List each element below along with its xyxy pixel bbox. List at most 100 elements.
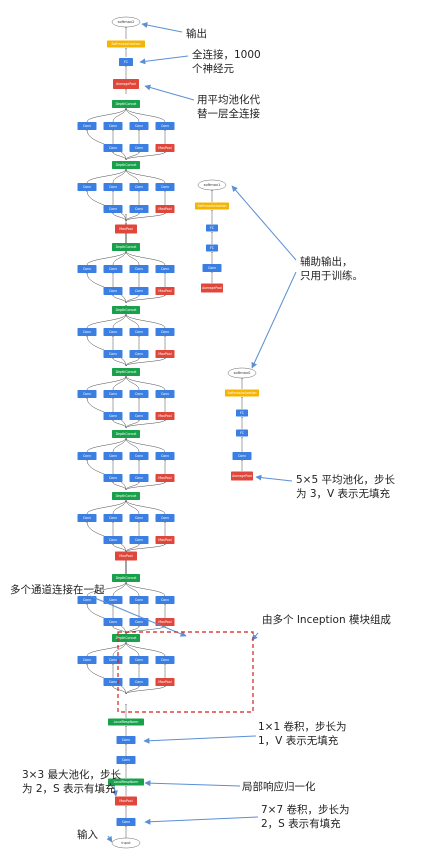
conv-node-label: Conv (135, 207, 143, 211)
annotation-arrow (143, 735, 257, 744)
conv-node-label: Conv (161, 598, 169, 602)
graph-edge (125, 581, 140, 597)
graph-edge (125, 543, 140, 553)
graph-edge (125, 168, 140, 184)
conv-node-label: Conv (135, 330, 143, 334)
aux0-softmax-activation: SoftmaxActivation (225, 389, 259, 397)
depthconcat-node-7: DepthConcat (112, 574, 140, 582)
graph-edge (112, 543, 127, 553)
graph-edge (112, 499, 127, 515)
conv-node-label: Conv (83, 392, 91, 396)
conv-node: Conv (103, 412, 123, 420)
depthconcat-node-6: DepthConcat (112, 492, 140, 500)
lrn-node-top-label: LocalRespNorm (114, 720, 139, 724)
aux0-fc-node-label: FC (240, 411, 245, 415)
depthconcat-node-3-label: DepthConcat (116, 308, 138, 312)
softmax0-node-label: softmax0 (234, 371, 252, 375)
conv-node-label: Conv (135, 146, 143, 150)
depthconcat-node-6-label: DepthConcat (116, 494, 138, 498)
conv-node: Conv (77, 265, 97, 273)
aux1-fc2-node: FC (206, 244, 218, 252)
graph-edge (125, 107, 166, 123)
aux1-fc-node: FC (206, 224, 218, 232)
conv-node: Conv (129, 452, 149, 460)
maxpool-node-label: MaxPool (158, 146, 171, 150)
graph-edge (125, 625, 140, 635)
graph-edge (86, 641, 127, 657)
conv-node-label: Conv (83, 598, 91, 602)
depthconcat-node-3: DepthConcat (112, 306, 140, 314)
graph-edge (125, 168, 166, 184)
fc-node-label: FC (124, 60, 129, 64)
graph-edge (125, 313, 166, 329)
graph-edge (125, 212, 166, 222)
graph-edge (125, 641, 140, 657)
maxpool-node-label: MaxPool (158, 620, 171, 624)
graph-edge (125, 357, 140, 367)
conv-node: Conv (129, 390, 149, 398)
conv-node: Conv (77, 596, 97, 604)
conv-node: Conv (77, 390, 97, 398)
softmax1-node-label: softmax1 (204, 183, 221, 187)
conv-node: Conv (77, 328, 97, 336)
conv-node-label: Conv (109, 146, 117, 150)
conv-node: Conv (129, 287, 149, 295)
graph-edge (112, 437, 127, 453)
annotation-arrow (89, 595, 187, 637)
conv-node: Conv (129, 328, 149, 336)
conv-node: Conv (103, 350, 123, 358)
note-avgpool5: 5×5 平均池化，步长 为 3，V 表示无填充 (296, 474, 395, 500)
conv-node-label: Conv (135, 185, 143, 189)
conv-node-label: Conv (109, 620, 117, 624)
aux0-fc-node: FC (236, 409, 248, 417)
softmax2-node: softmax2 (111, 16, 141, 28)
conv-node-label: Conv (135, 267, 143, 271)
annotation-arrow (144, 780, 241, 787)
conv-node: Conv (155, 596, 175, 604)
conv-node: Conv (129, 656, 149, 664)
conv-node: Conv (129, 144, 149, 152)
maxpool-node: MaxPool (155, 678, 175, 686)
graph-edge (125, 419, 140, 429)
annotation-arrow (111, 785, 118, 797)
aux1-fc-node-label: FC (210, 226, 215, 230)
conv-node: Conv (77, 183, 97, 191)
conv-node: Conv (129, 183, 149, 191)
conv-node: Conv (77, 452, 97, 460)
graph-edge (125, 375, 166, 391)
graph-edge (125, 357, 166, 367)
graph-edge (112, 581, 127, 597)
conv-node-label: Conv (109, 598, 117, 602)
conv-node: Conv (103, 474, 123, 482)
conv-node: Conv (103, 536, 123, 544)
aux0-conv-node: Conv (232, 452, 252, 460)
conv-node-label: Conv (83, 658, 91, 662)
maxpool-node-label: MaxPool (158, 352, 171, 356)
conv-node: Conv (129, 265, 149, 273)
conv-node: Conv (103, 514, 123, 522)
annotation-arrow (144, 84, 195, 101)
maxpool-node: MaxPool (155, 474, 175, 482)
note-maxpool3: 3×3 最大池化，步长 为 2，S 表示有填充 (22, 769, 121, 795)
graph-edge (125, 437, 140, 453)
maxpool-node: MaxPool (155, 287, 175, 295)
graph-edge (125, 581, 166, 597)
graph-edge (125, 151, 166, 161)
conv-node: Conv (77, 656, 97, 664)
avgpool-node: AveragePool (113, 79, 139, 89)
graph-edge (86, 499, 127, 515)
maxpool-node-stage: MaxPool (115, 551, 137, 561)
conv-node-stem-label: Conv (122, 758, 130, 762)
conv-node: Conv (155, 265, 175, 273)
note-concat: 多个通道连接在一起 (10, 584, 105, 596)
graph-edge (86, 313, 127, 329)
conv-node-label: Conv (135, 598, 143, 602)
graph-edge (86, 250, 127, 266)
graph-edge (112, 481, 127, 491)
conv-node-label: Conv (109, 516, 117, 520)
maxpool-node: MaxPool (155, 618, 175, 626)
conv-node: Conv (155, 514, 175, 522)
conv-node-label: Conv (109, 352, 117, 356)
